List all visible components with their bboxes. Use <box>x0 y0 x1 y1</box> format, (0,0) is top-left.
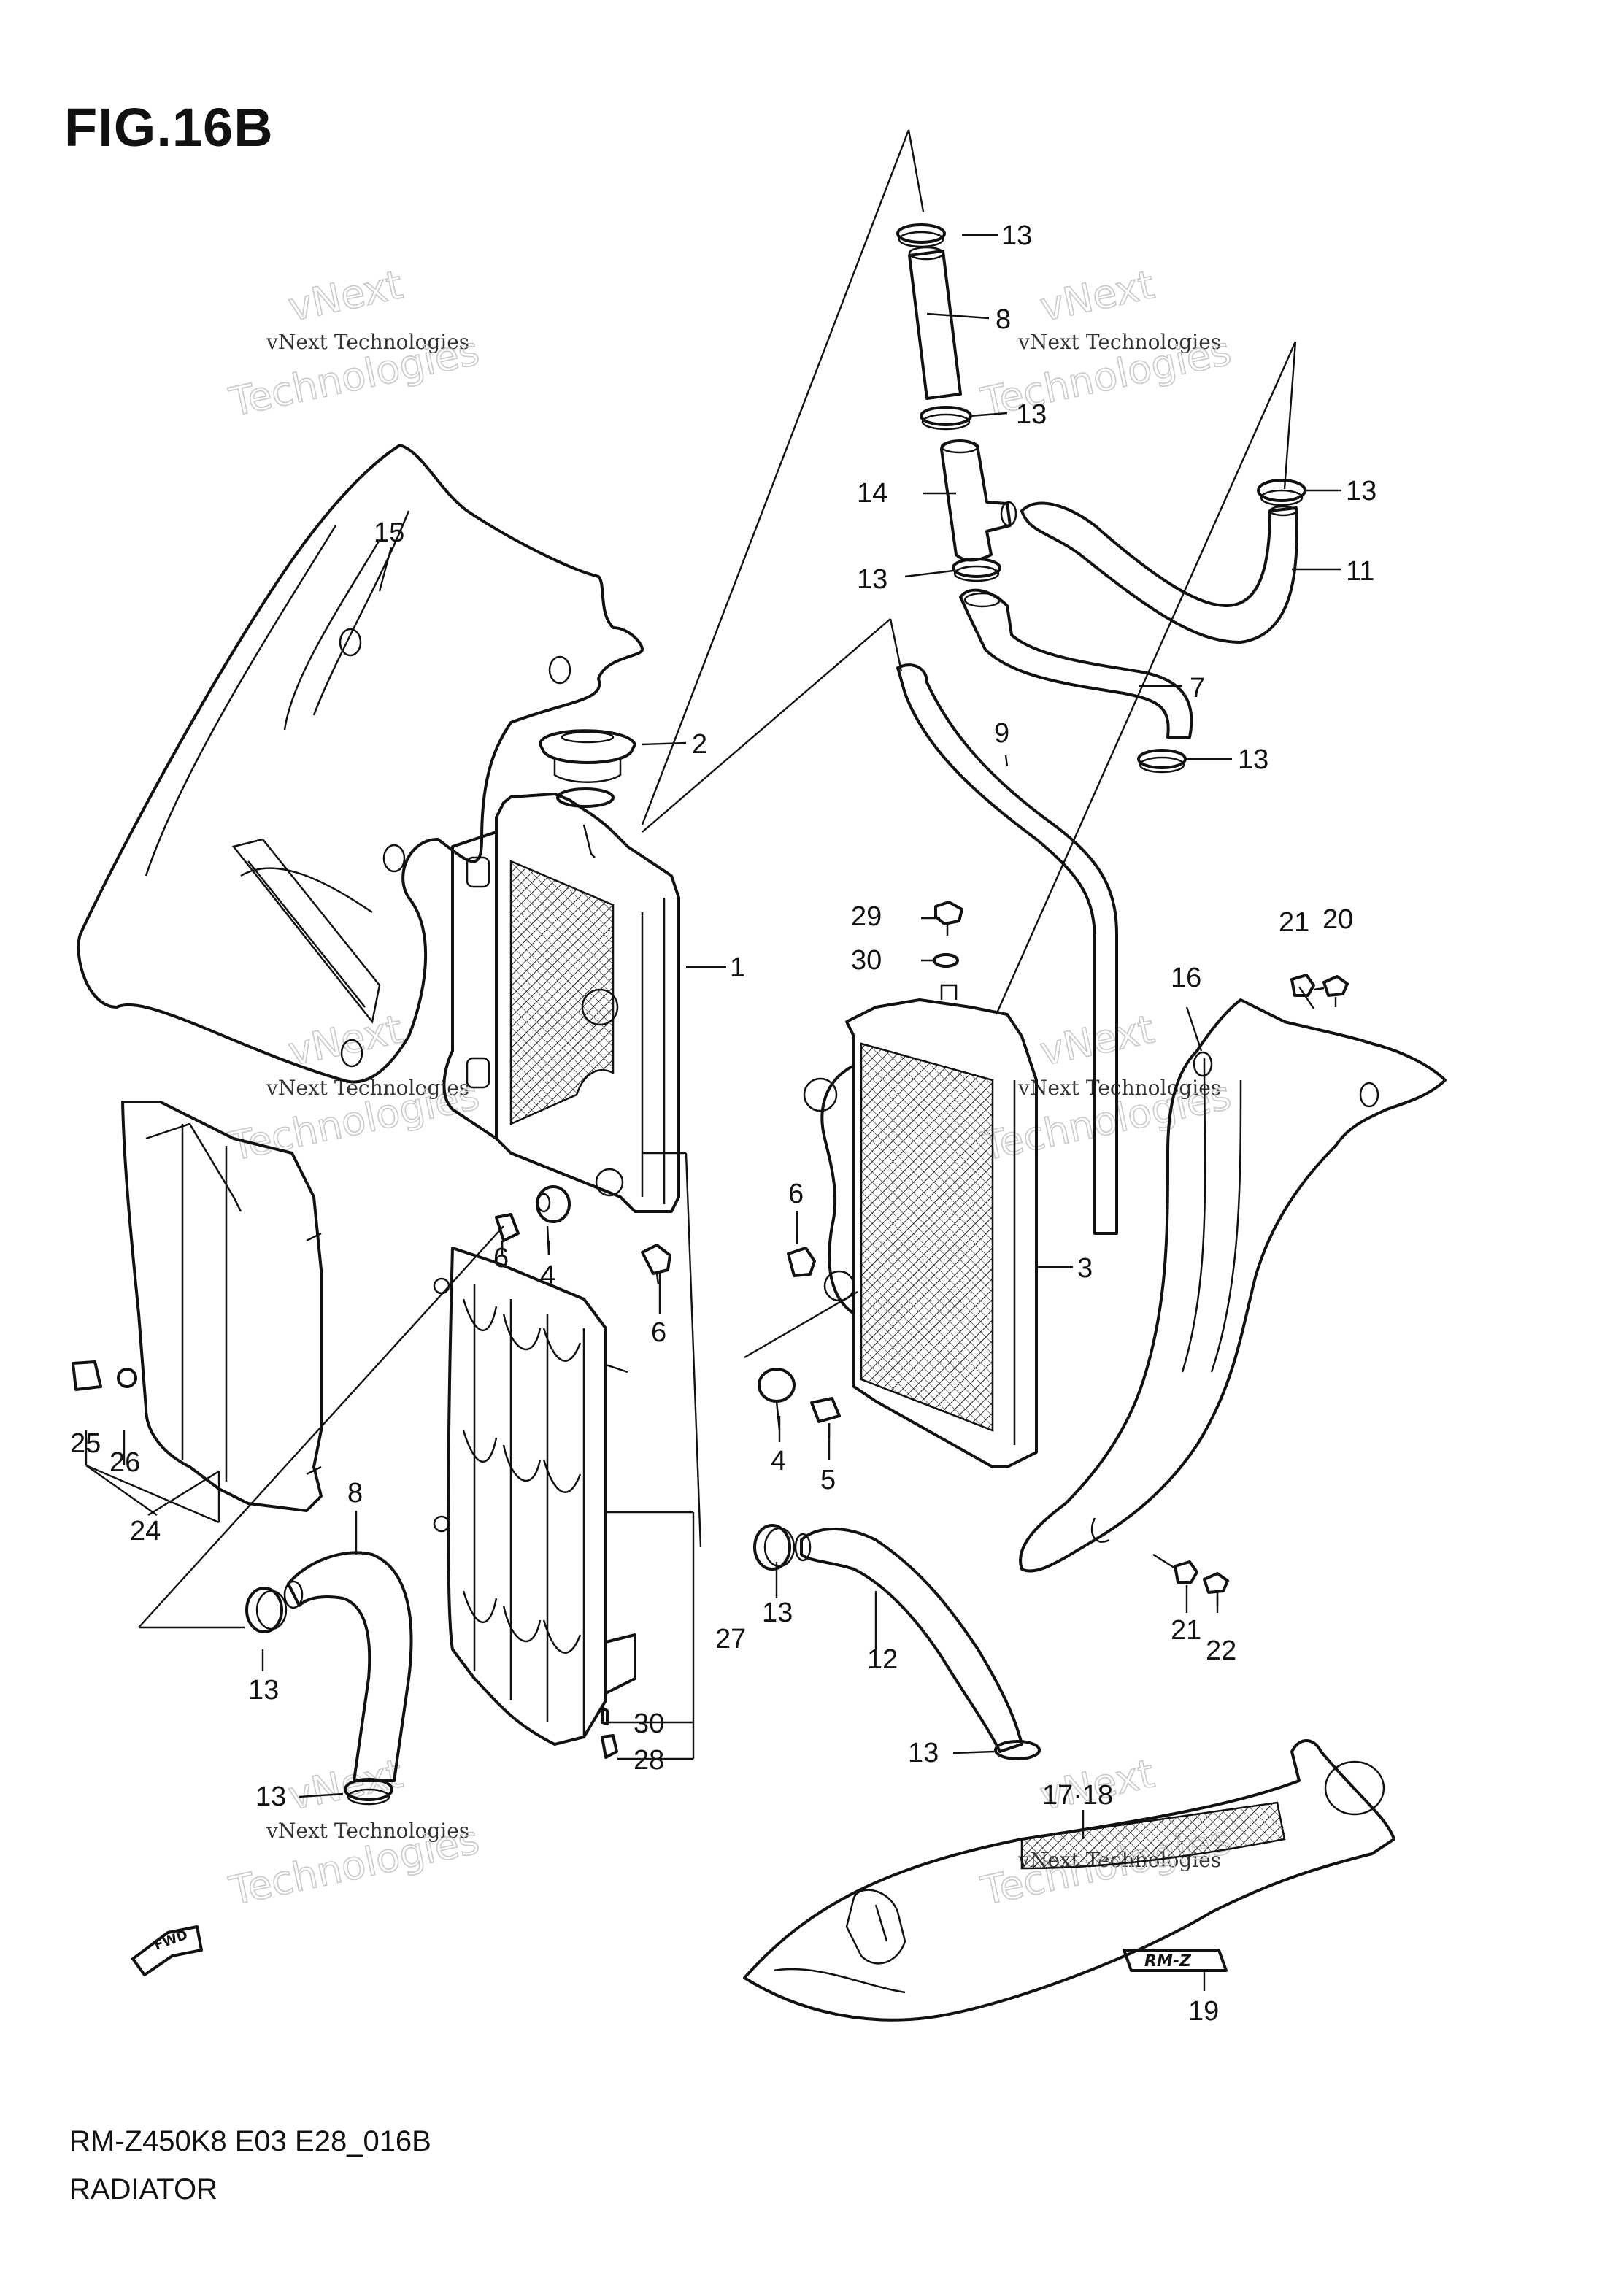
svg-text:vNext Technologies: vNext Technologies <box>266 330 469 354</box>
callout-6: 6 <box>788 1179 804 1209</box>
callout-3: 3 <box>1077 1253 1093 1284</box>
clip-28 <box>601 1706 609 1725</box>
clip-24 <box>72 1360 102 1391</box>
callout-16: 16 <box>1171 963 1201 993</box>
watermark-top-right: vNext vNext Technologies Technologies <box>977 261 1236 425</box>
right-radiator-shroud <box>1019 998 1447 1573</box>
callout-24: 25 <box>70 1428 101 1459</box>
right-radiator <box>803 984 1038 1468</box>
breather-hose-9 <box>896 663 1118 1235</box>
hose-11 <box>908 246 962 400</box>
callout-1: 1 <box>730 952 745 983</box>
hose-clamp-12-top <box>753 1524 796 1571</box>
callout-13: 13 <box>762 1598 793 1628</box>
callout-5: 5 <box>820 1465 836 1495</box>
callout-20: 20 <box>1322 904 1353 935</box>
drawing-name: RADIATOR <box>69 2173 217 2206</box>
callout-25: 26 <box>109 1447 140 1478</box>
callout-17-18: 17·18 <box>1042 1780 1113 1811</box>
callout-7: 7 <box>1190 673 1205 704</box>
hose-clamp-8-top <box>245 1587 288 1633</box>
callout-23: 24 <box>130 1516 161 1546</box>
left-radiator <box>442 787 680 1213</box>
right-collar-6 <box>787 1233 816 1277</box>
svg-text:vNext: vNext <box>285 261 407 330</box>
right-rubber-bushing-4 <box>758 1368 796 1431</box>
svg-text:vNext: vNext <box>1036 1006 1158 1074</box>
radiator-cap <box>539 729 636 783</box>
hose-clamp-8-bottom <box>344 1778 393 1806</box>
left-rubber-bushing-4 <box>536 1185 571 1256</box>
callout-21: 21 <box>1279 907 1309 938</box>
left-louver-cover <box>121 1101 323 1512</box>
right-bolt-5 <box>810 1397 841 1438</box>
callout-13: 13 <box>1346 476 1376 506</box>
watermark-mid-right: vNext vNext Technologies Technologies <box>977 1005 1236 1170</box>
washer-30 <box>933 953 959 968</box>
callout-12: 12 <box>867 1644 898 1675</box>
callout-29: 29 <box>851 901 882 932</box>
leader-lines <box>85 234 1341 1991</box>
svg-text:RM-Z: RM-Z <box>1144 1952 1192 1971</box>
drawing-code: RM-Z450K8 E03 E28_016B <box>69 2125 431 2157</box>
callout-13: 13 <box>1001 220 1032 251</box>
callout-21: 21 <box>1171 1615 1201 1646</box>
callout-13: 13 <box>857 564 887 595</box>
callout-14: 14 <box>857 478 887 509</box>
callout-2: 2 <box>692 729 707 760</box>
callout-13: 13 <box>1238 744 1268 775</box>
forward-direction-badge: FWD <box>131 1925 203 1976</box>
screw-25 <box>117 1368 137 1388</box>
svg-text:vNext Technologies: vNext Technologies <box>1017 330 1221 354</box>
svg-text:vNext Technologies: vNext Technologies <box>266 1819 469 1843</box>
callout-8: 8 <box>347 1478 363 1509</box>
callout-13: 13 <box>248 1675 279 1706</box>
rm-z-logo-decal: RM-Z <box>1123 1949 1228 1972</box>
callout-15: 15 <box>374 517 404 548</box>
callout-4: 4 <box>540 1260 555 1291</box>
callout-13: 13 <box>908 1738 939 1768</box>
callout-30: 30 <box>851 945 882 976</box>
callout-labels: 13 8 13 13 11 14 13 7 9 13 15 2 1 29 30 … <box>70 220 1376 2027</box>
bolt-29 <box>934 901 963 936</box>
radiator-guard <box>433 1247 636 1746</box>
callout-13: 13 <box>255 1781 286 1812</box>
clip-27 <box>601 1734 618 1759</box>
callout-19: 19 <box>1188 1996 1219 2027</box>
nut-21-bottom <box>1174 1560 1198 1584</box>
callout-11: 8 <box>996 304 1011 335</box>
left-collar-6 <box>641 1244 671 1285</box>
hose-clamp-right-10 <box>1257 479 1306 506</box>
shroud-graphic-decal <box>743 1739 1395 2022</box>
watermark-top-left: vNext vNext Technologies Technologies <box>225 261 484 425</box>
callout-28: 30 <box>634 1708 664 1739</box>
callout-27: 28 <box>634 1745 664 1776</box>
hose-clamp-7 <box>1137 749 1187 774</box>
bolt-20 <box>1313 975 1349 997</box>
callout-4: 4 <box>771 1446 786 1476</box>
svg-text:vNext: vNext <box>1036 261 1158 330</box>
hose-clamp-under-14 <box>952 558 1001 582</box>
hose-clamp-top <box>896 223 946 248</box>
callout-9: 9 <box>994 718 1009 749</box>
hose-8 <box>283 1551 413 1782</box>
bolt-22 <box>1203 1572 1229 1606</box>
callout-10: 11 <box>1346 556 1374 587</box>
callout-26: 27 <box>715 1624 746 1654</box>
hose-clamp-12-bottom <box>994 1740 1041 1760</box>
callout-5: 6 <box>493 1243 509 1274</box>
callout-13: 13 <box>1016 399 1047 430</box>
t-joint-14 <box>940 439 1017 562</box>
hose-7 <box>959 588 1193 739</box>
svg-text:vNext Technologies: vNext Technologies <box>1017 1076 1221 1100</box>
nut-21-top <box>1290 974 1315 997</box>
hose-12 <box>794 1528 1023 1753</box>
callout-22: 22 <box>1206 1636 1236 1666</box>
figure-title: FIG.16B <box>64 97 274 158</box>
hose-10 <box>1020 501 1298 644</box>
callout-6: 6 <box>651 1317 666 1348</box>
left-radiator-shroud <box>77 444 644 1084</box>
hose-clamp-under-11 <box>920 406 972 431</box>
